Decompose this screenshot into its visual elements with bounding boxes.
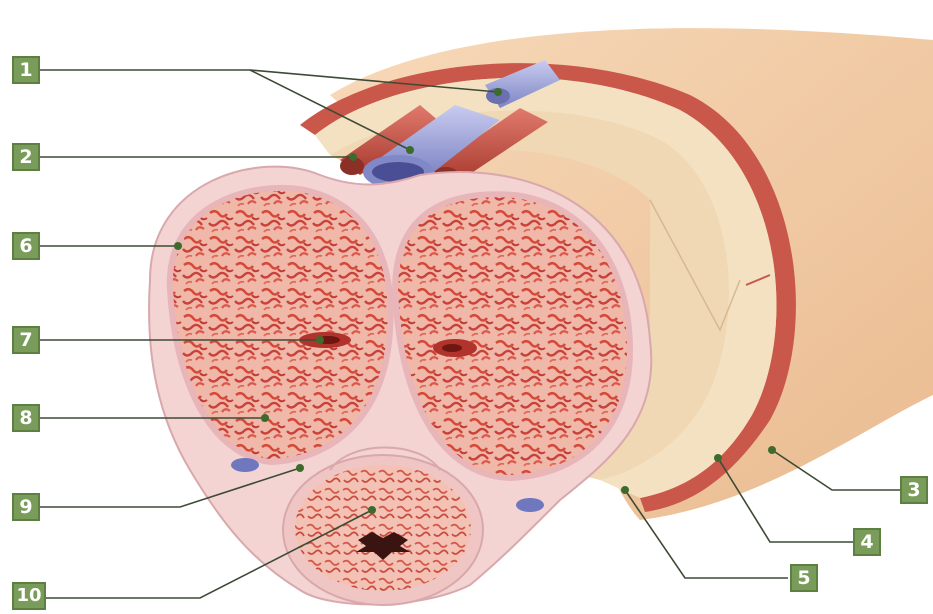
- label-8: 8: [12, 404, 40, 432]
- label-10: 10: [12, 582, 46, 610]
- label-2: 2: [12, 143, 40, 171]
- label-4: 4: [853, 528, 881, 556]
- label-3: 3: [900, 476, 928, 504]
- label-1: 1: [12, 56, 40, 84]
- label-5: 5: [790, 564, 818, 592]
- corpus-spongiosum: [283, 455, 483, 605]
- label-6: 6: [12, 232, 40, 260]
- label-9: 9: [12, 493, 40, 521]
- label-7: 7: [12, 326, 40, 354]
